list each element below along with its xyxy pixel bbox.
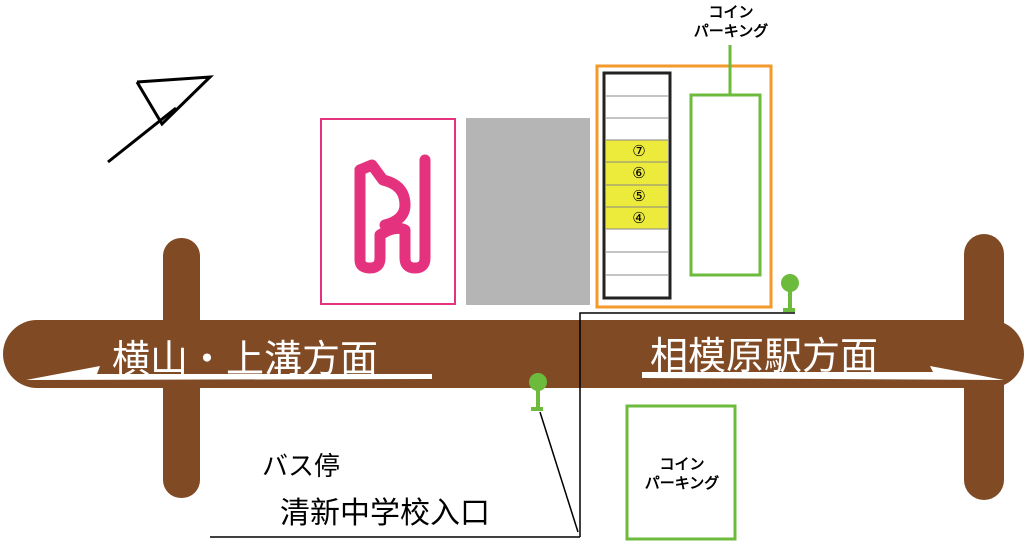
coin-parking-bottom-label: コイン パーキング [627, 455, 737, 493]
slot-5: ⑤ [632, 187, 646, 205]
north-arrow-icon [107, 75, 214, 164]
bus-stop-icon [529, 373, 547, 411]
slot-6: ⑥ [632, 164, 646, 182]
bus-stop-label: バス停 [262, 452, 341, 482]
arrow-west-icon [26, 366, 432, 380]
cat-logo-icon [354, 154, 431, 274]
shop-building [320, 118, 456, 305]
road-main [3, 320, 1024, 388]
arrow-east-icon [642, 366, 1004, 380]
slot-7: ⑦ [632, 142, 646, 160]
label-line: コイン [708, 3, 754, 21]
label-line: コイン [659, 455, 705, 473]
bus-stop-icon [781, 274, 799, 312]
leader-lines [210, 312, 795, 538]
coin-parking-top-label: コイン パーキング [676, 3, 786, 41]
neighbor-building [466, 118, 590, 305]
bus-stop-name: 清新中学校入口 [280, 496, 490, 531]
label-line: パーキング [644, 474, 720, 492]
coin-parking-top-area [689, 93, 762, 277]
roads [3, 234, 1024, 500]
road-label-east: 相模原駅方面 [650, 334, 879, 378]
coin-parking-bottom-area [625, 404, 737, 541]
slot-4: ④ [632, 209, 646, 227]
road-label-west: 横山・上溝方面 [112, 337, 379, 381]
label-line: パーキング [693, 22, 769, 40]
